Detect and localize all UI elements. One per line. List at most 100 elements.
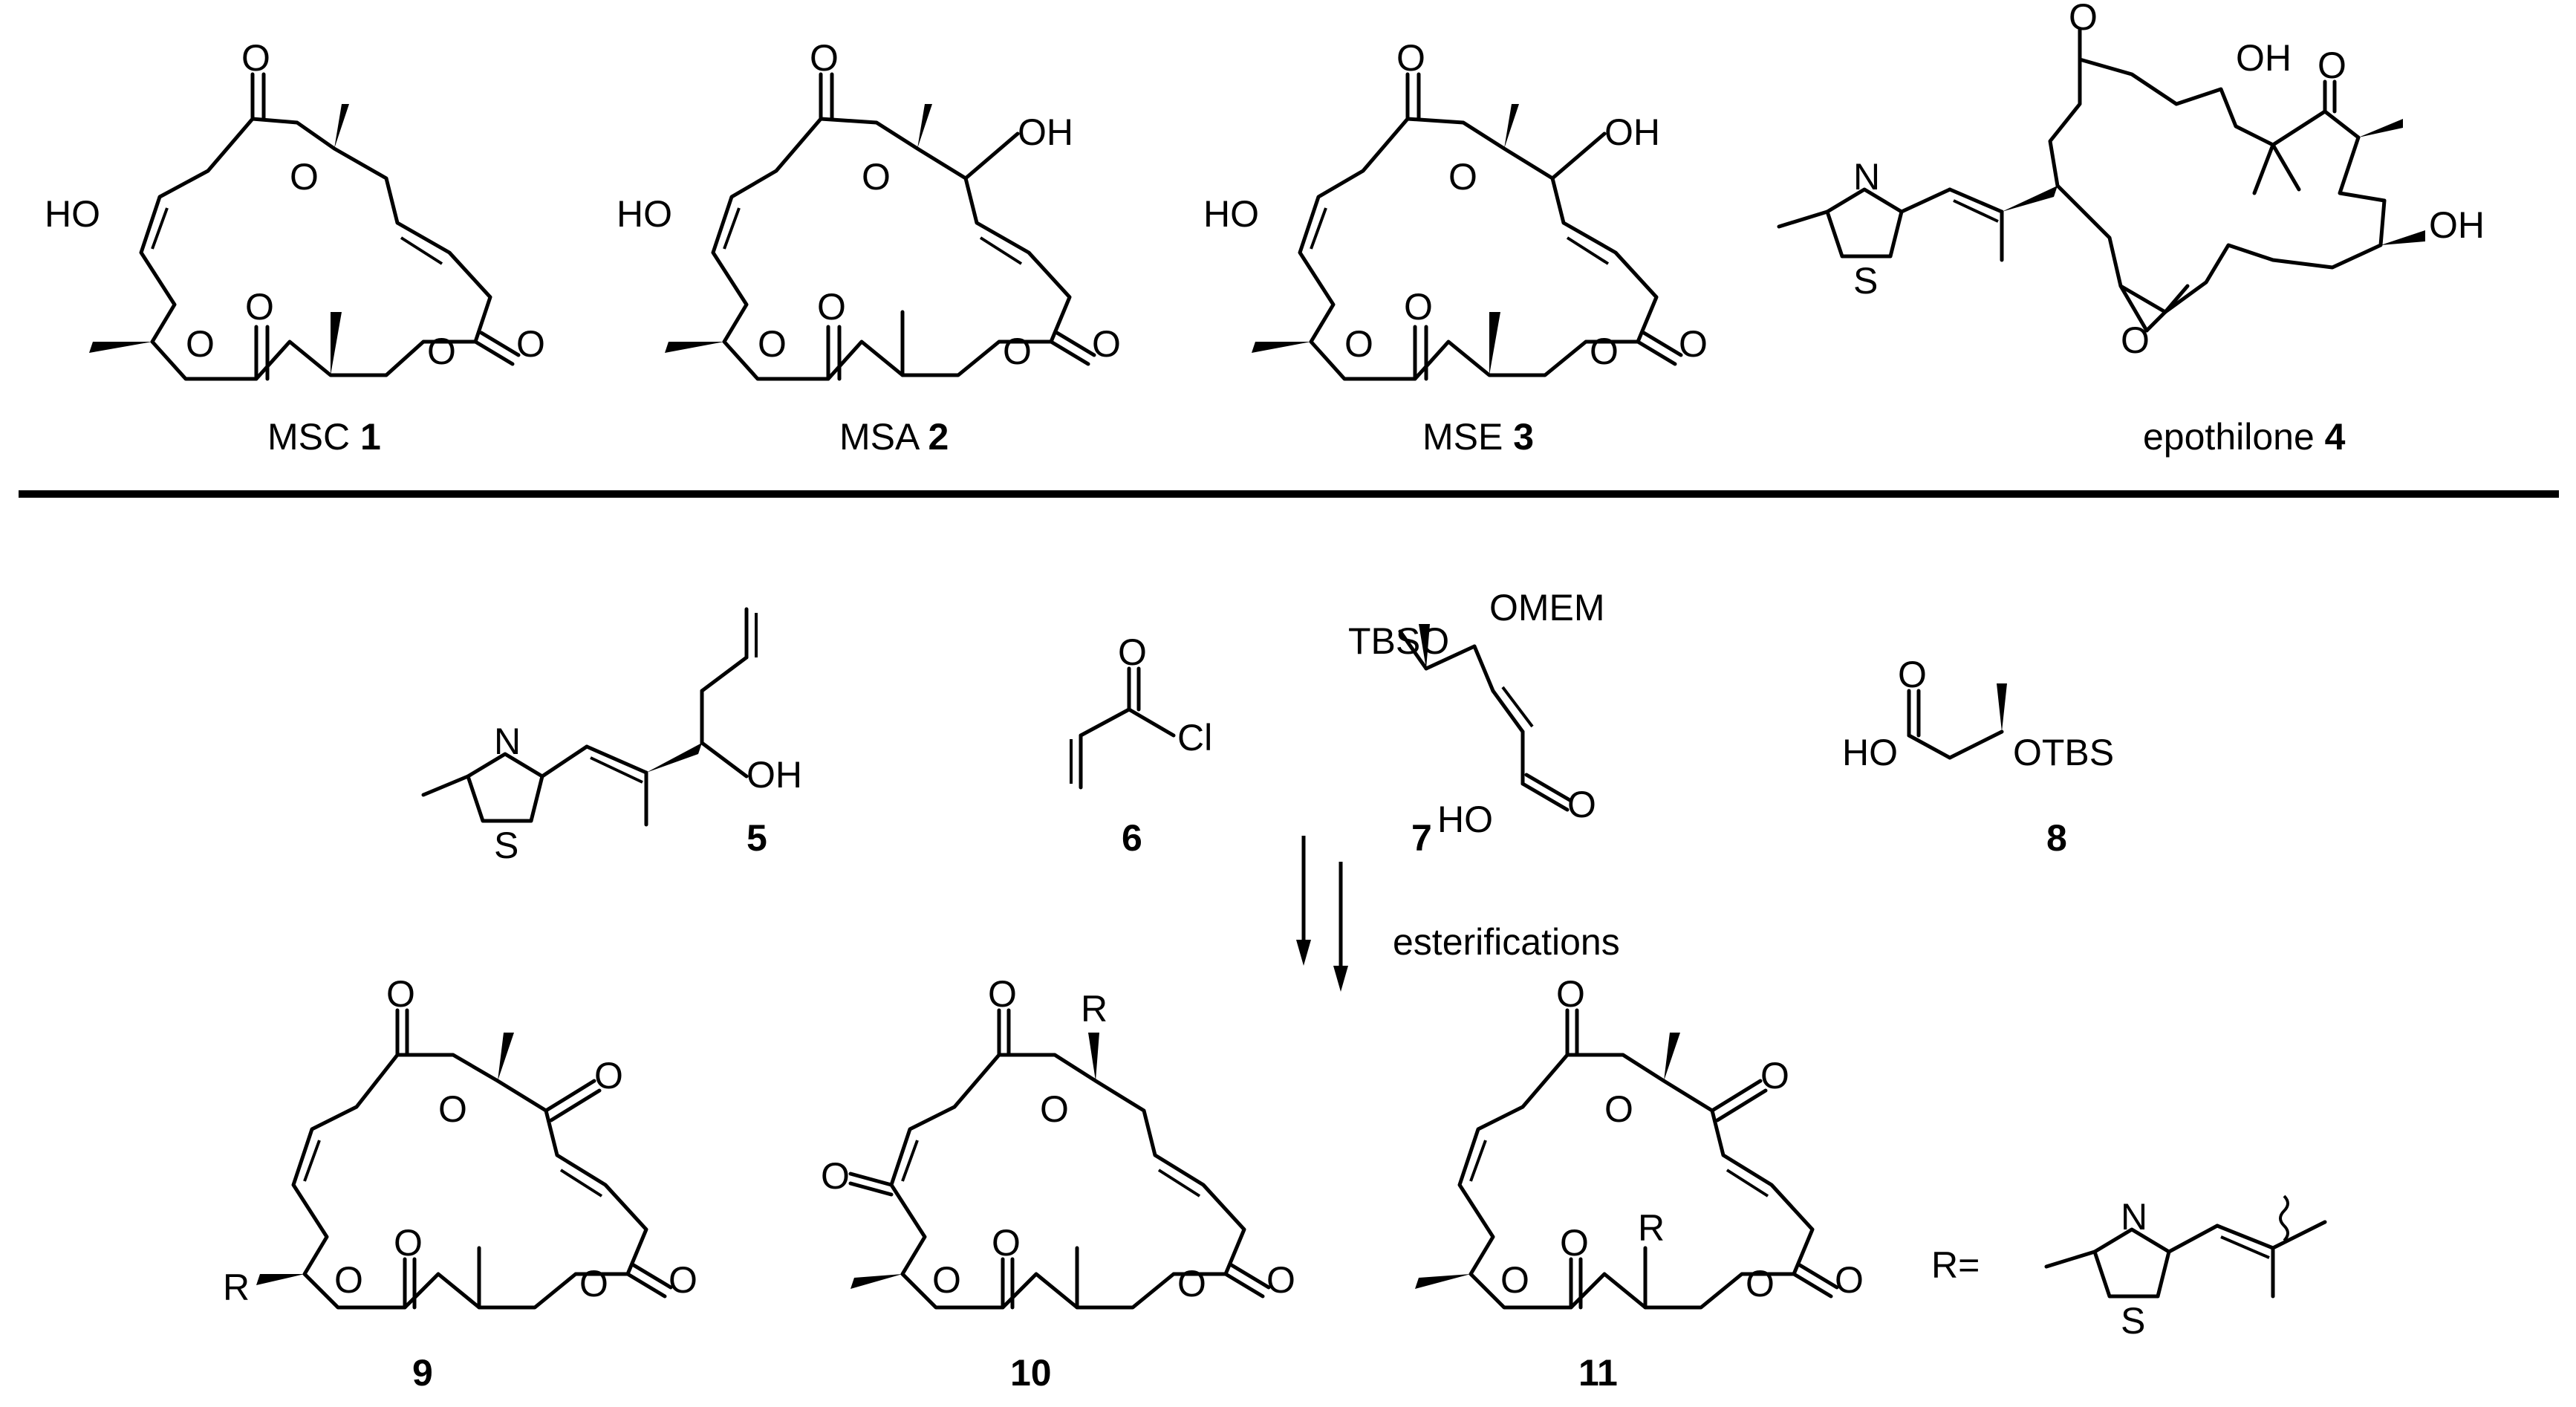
compound-number-11: 11 [1578, 1352, 1618, 1394]
stereo-wedge [1997, 683, 2007, 732]
compound-label-mse: MSE 3 [1422, 416, 1534, 458]
stereo-wedge [1504, 104, 1519, 149]
compound-number: 4 [2325, 416, 2346, 458]
atom-label: O [186, 323, 215, 365]
atom-label: R [1638, 1207, 1665, 1249]
atom-label: O [1040, 1088, 1069, 1130]
stereo-wedge [1419, 624, 1430, 669]
stereo-wedge [917, 104, 932, 149]
stereo-wedge [498, 1033, 514, 1081]
atom-label: O [1556, 973, 1585, 1015]
atom-label: O [1746, 1263, 1775, 1304]
stereo-wedge [665, 342, 724, 353]
compound-number-8: 8 [2046, 817, 2067, 859]
atom-label: O [1500, 1259, 1529, 1301]
stereo-wedge [2002, 186, 2058, 212]
atom-label: O [1177, 1263, 1206, 1304]
atom-label: O [1092, 323, 1121, 365]
atom-label: R [223, 1267, 250, 1308]
atom-label: O [245, 286, 274, 328]
atom-label: O [1760, 1055, 1789, 1096]
reaction-arrows [1296, 836, 1348, 992]
atom-label: O [438, 1088, 467, 1130]
atom-label: O [992, 1222, 1021, 1264]
atom-label: O [394, 1222, 423, 1264]
compound-name: MSC [267, 416, 350, 458]
atom-label: OMEM [1489, 587, 1605, 628]
r-definition-label: R= [1931, 1244, 1980, 1286]
stereo-wedge [2381, 230, 2425, 245]
compound-label-epothilone: epothilone 4 [2143, 416, 2346, 458]
compound-number: 2 [928, 416, 949, 458]
stereo-wedge [646, 743, 702, 773]
stereo-wedge [1664, 1033, 1680, 1081]
atom-label: O [386, 973, 415, 1015]
molecule-11: O O O O R O O O [1415, 973, 1864, 1310]
atom-label: O [821, 1155, 850, 1197]
atom-label: O [1560, 1222, 1589, 1264]
atom-label: O [1679, 323, 1708, 365]
atom-label: O [1118, 631, 1147, 673]
atom-label: O [241, 37, 270, 79]
molecule-mse-3: O O OH HO O O O O [1203, 37, 1708, 381]
molecule-6: O Cl [1070, 631, 1212, 790]
stereo-wedge [1252, 342, 1311, 353]
atom-label: HO [1203, 193, 1259, 235]
molecule-10: O R O O O O O O [821, 973, 1295, 1310]
atom-label: OH [747, 754, 802, 796]
atom-label: O [516, 323, 545, 365]
atom-label: N [494, 721, 521, 762]
atom-label: O [2121, 319, 2150, 361]
atom-label: HO [45, 193, 100, 235]
compound-name: MSA [839, 416, 920, 458]
atom-label: S [494, 825, 518, 866]
atom-label: O [334, 1259, 363, 1301]
compound-number-9: 9 [412, 1352, 433, 1394]
atom-label: O [1003, 331, 1032, 372]
molecule-msc-1: O O HO O O O O [45, 37, 545, 381]
molecule-msa-2: O O OH HO O O O O [617, 37, 1121, 381]
atom-label: O [2318, 45, 2346, 86]
atom-label: O [1590, 331, 1619, 372]
atom-label: HO [1437, 799, 1493, 840]
atom-label: O [594, 1055, 623, 1096]
molecule-epothilone-4: O OH O OH O N S [1777, 0, 2485, 361]
atom-label: TBSO [1348, 620, 1449, 662]
atom-label: O [932, 1259, 961, 1301]
molecule-5: N S OH [421, 607, 802, 866]
atom-label: O [1448, 156, 1477, 198]
atom-label: N [1853, 156, 1880, 198]
compound-name: epothilone [2143, 416, 2315, 458]
atom-label: S [2121, 1300, 2145, 1342]
atom-label: O [810, 37, 839, 79]
wavy-bond [2279, 1195, 2289, 1242]
atom-label: OH [2429, 204, 2485, 246]
atom-label: O [1567, 784, 1596, 825]
compound-name: MSE [1422, 416, 1503, 458]
atom-label: O [1396, 37, 1425, 79]
compound-number: 1 [360, 416, 381, 458]
compound-number: 3 [1513, 416, 1534, 458]
atom-label: O [1835, 1259, 1864, 1301]
atom-label: O [579, 1263, 608, 1304]
atom-label: S [1853, 260, 1878, 302]
atom-label: O [290, 156, 319, 198]
atom-label: O [427, 331, 456, 372]
atom-label: HO [617, 193, 672, 235]
atom-label: O [1344, 323, 1373, 365]
stereo-wedge [1415, 1274, 1471, 1289]
stereo-wedge [334, 104, 349, 149]
stereo-wedge [850, 1274, 902, 1289]
atom-label: O [862, 156, 891, 198]
atom-label: O [817, 286, 846, 328]
stereo-wedge [1088, 1033, 1099, 1081]
arrow-label: esterifications [1393, 921, 1620, 963]
atom-label: OH [1604, 111, 1660, 153]
stereo-wedge [331, 312, 342, 375]
atom-label: Cl [1177, 717, 1212, 758]
atom-label: O [758, 323, 787, 365]
atom-label: OH [1018, 111, 1073, 153]
stereo-wedge [2358, 119, 2403, 137]
atom-label: O [1266, 1259, 1295, 1301]
